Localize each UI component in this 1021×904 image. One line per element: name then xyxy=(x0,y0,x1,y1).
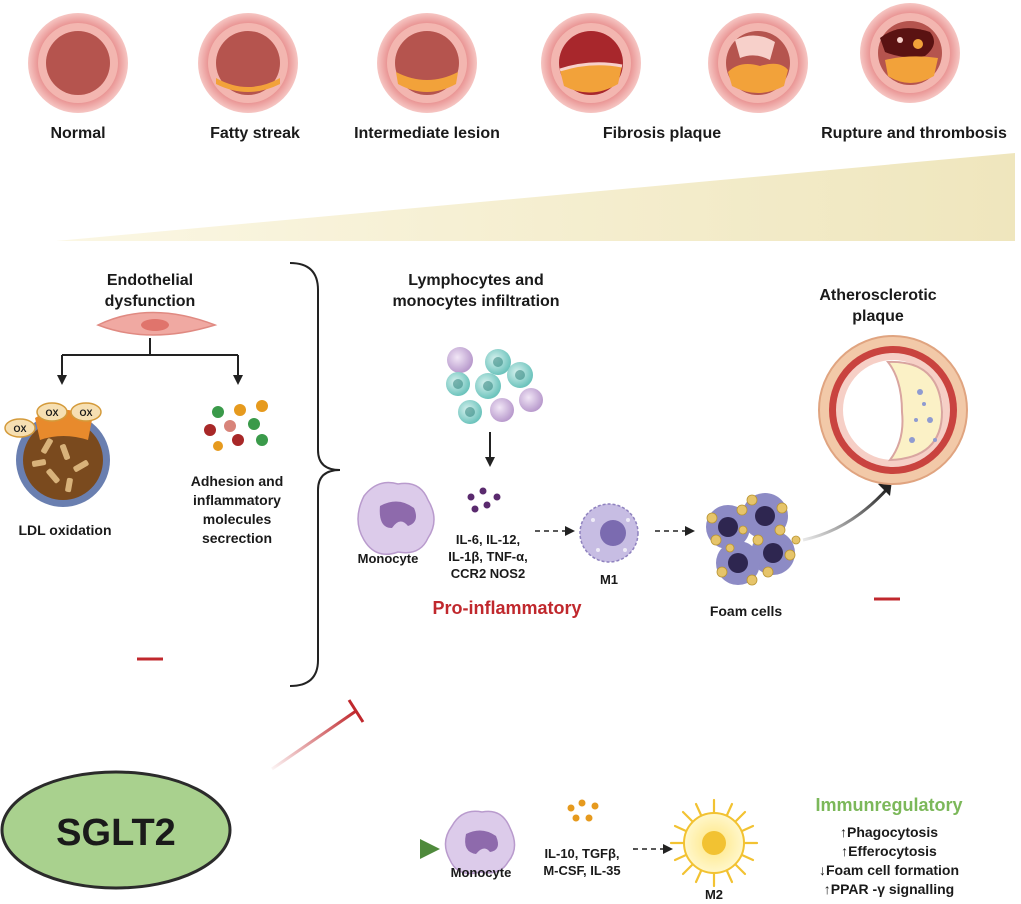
pro-cytokines-line1: IL-6, IL-12, xyxy=(456,532,520,547)
immunregulatory-title: Immunregulatory xyxy=(815,795,962,815)
inhibit-infiltration-line xyxy=(271,709,357,771)
immuno-cytokines-line1: IL-10, TGFβ, xyxy=(544,846,619,861)
stage-label-rupture-thrombosis: Rupture and thrombosis xyxy=(821,125,1007,142)
endothelial-title-line1: Endothelial xyxy=(107,272,193,289)
ldl-particle-icon xyxy=(4,402,110,507)
adhesion-line3: molecules xyxy=(203,511,272,527)
monocyte-immuno-icon xyxy=(444,810,516,875)
ldl-oxidation-caption: LDL oxidation xyxy=(18,522,111,538)
stage-label-fibrosis-plaque: Fibrosis plaque xyxy=(603,125,721,142)
stage-label-normal: Normal xyxy=(50,125,105,142)
adhesion-molecules-icon xyxy=(204,400,268,451)
immuno-cytokines-line2: M-CSF, IL-35 xyxy=(543,863,620,878)
plaque-title-line2: plaque xyxy=(852,308,904,325)
foam-cells-icon xyxy=(706,493,801,586)
vessel-rupture-thrombosis xyxy=(708,13,808,113)
monocyte-pro-icon xyxy=(357,481,435,555)
pro-cytokines-line3: CCR2 NOS2 xyxy=(451,566,525,581)
stage-label-fatty-streak: Fatty streak xyxy=(210,125,300,142)
vessel-normal xyxy=(28,13,128,113)
endothelial-title-line2: dysfunction xyxy=(105,293,196,310)
effect-phagocytosis: ↑Phagocytosis xyxy=(840,824,938,840)
m1-macrophage-icon xyxy=(579,503,639,563)
monocyte-immuno-label: Monocyte xyxy=(451,865,512,880)
lymphocytes-title-line2: monocytes infiltration xyxy=(392,293,559,310)
sglt2-ellipse xyxy=(0,770,232,890)
plaque-title-line1: Atherosclerotic xyxy=(819,287,936,304)
atherosclerotic-plaque-icon xyxy=(818,335,968,485)
stage-label-intermediate-lesion: Intermediate lesion xyxy=(354,125,500,142)
vessel-fibrosis-plaque xyxy=(541,13,641,113)
immune-cell-cluster-icon xyxy=(446,347,543,424)
sglt2-label: SGLT2 xyxy=(56,812,176,854)
pro-cytokines-line2: IL-1β, TNF-α, xyxy=(448,549,527,564)
arrow-foam-to-plaque xyxy=(802,486,890,542)
activate-m2-arrowhead xyxy=(420,839,440,859)
effect-ppar-signalling: ↑PPAR -γ signalling xyxy=(824,881,954,897)
vessel-fatty-streak xyxy=(198,13,298,113)
cytokine-dots-immuno xyxy=(567,799,599,822)
adhesion-line2: inflammatory xyxy=(193,492,281,508)
ox-label-2: OX xyxy=(45,408,58,418)
vessel-intermediate-lesion xyxy=(377,13,477,113)
endothelial-cell-icon xyxy=(96,311,218,336)
inhibit-infiltration-bar xyxy=(347,699,365,723)
adhesion-line1: Adhesion and xyxy=(191,473,284,489)
effect-foam-cell-formation: ↓Foam cell formation xyxy=(819,862,959,878)
foam-cells-label: Foam cells xyxy=(710,603,783,619)
vessel-rupture-thrombosis-2 xyxy=(860,3,960,103)
lymphocytes-title-line1: Lymphocytes and xyxy=(408,272,543,289)
m2-label: M2 xyxy=(705,887,723,902)
endothelial-branch-arrows xyxy=(57,338,243,385)
m2-macrophage-icon xyxy=(669,798,759,888)
m1-label: M1 xyxy=(600,572,618,587)
ox-label-3: OX xyxy=(79,408,92,418)
effect-efferocytosis: ↑Efferocytosis xyxy=(841,843,937,859)
progression-wedge xyxy=(56,153,1015,241)
ox-label-1: OX xyxy=(13,424,26,434)
cytokine-dots-pro xyxy=(467,487,501,513)
grouping-brace xyxy=(289,262,341,687)
pro-inflammatory-title: Pro-inflammatory xyxy=(432,598,581,618)
adhesion-line4: secrection xyxy=(202,530,272,546)
monocyte-pro-label: Monocyte xyxy=(358,551,419,566)
